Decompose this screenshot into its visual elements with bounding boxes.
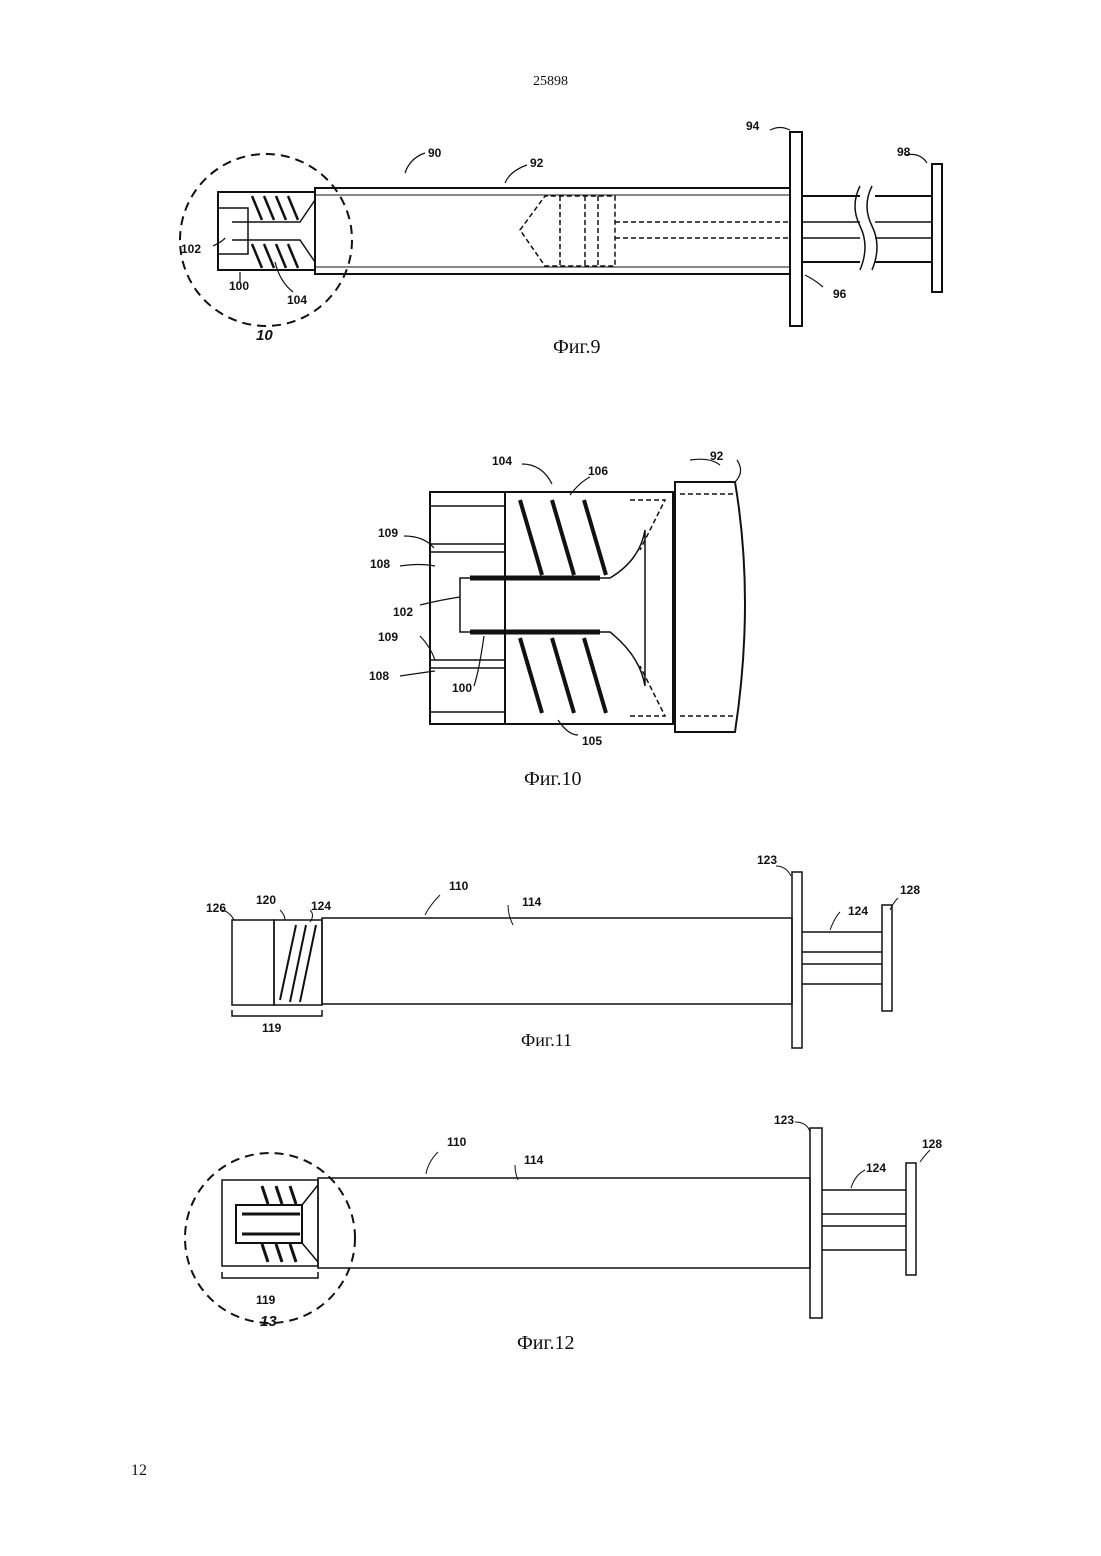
label-119: 119 bbox=[262, 1021, 282, 1035]
plunger-stopper bbox=[520, 196, 615, 266]
thumb-press-128 bbox=[906, 1163, 916, 1275]
plunger-rod-124 bbox=[802, 932, 882, 984]
label-106: 106 bbox=[588, 464, 608, 478]
label-124-plunger: 124 bbox=[848, 904, 868, 918]
figure-10-caption: Фиг.10 bbox=[524, 768, 581, 791]
label-104: 104 bbox=[287, 293, 307, 307]
label-110: 110 bbox=[449, 879, 469, 893]
figure-12-labels: 110 114 123 124 128 119 13 bbox=[256, 1113, 942, 1330]
label-90: 90 bbox=[428, 146, 442, 160]
barrel-114 bbox=[318, 1178, 810, 1268]
label-128: 128 bbox=[900, 883, 920, 897]
figure-9-drawing: 90 92 94 96 98 102 100 104 10 bbox=[0, 110, 1101, 350]
label-100: 100 bbox=[452, 681, 472, 695]
finger-flange-123 bbox=[792, 872, 802, 1048]
label-126: 126 bbox=[206, 901, 226, 915]
figure-11-caption: Фиг.11 bbox=[521, 1030, 572, 1051]
tip-cap-126 bbox=[232, 920, 274, 1005]
thumb-press-98 bbox=[932, 164, 942, 292]
figure-12-drawing: 110 114 123 124 128 119 13 bbox=[0, 1120, 1101, 1340]
figure-11-drawing: 126 120 124 110 114 123 124 128 119 bbox=[0, 850, 1101, 1050]
figure-10-drawing: 104 106 92 109 108 102 109 108 100 105 bbox=[0, 450, 1101, 750]
figure-9-caption: Фиг.9 bbox=[553, 336, 600, 359]
label-92: 92 bbox=[530, 156, 544, 170]
label-119: 119 bbox=[256, 1293, 276, 1307]
figure-10-labels: 104 106 92 109 108 102 109 108 100 105 bbox=[369, 449, 724, 748]
plunger-rod-124 bbox=[822, 1190, 906, 1250]
label-104: 104 bbox=[492, 454, 512, 468]
label-114: 114 bbox=[522, 895, 542, 909]
label-10: 10 bbox=[256, 327, 273, 344]
label-98: 98 bbox=[897, 145, 911, 159]
label-109-top: 109 bbox=[378, 526, 398, 540]
label-105: 105 bbox=[582, 734, 602, 748]
label-108-bottom: 108 bbox=[369, 669, 389, 683]
barrel-114 bbox=[322, 918, 792, 1004]
nozzle-102 bbox=[460, 530, 645, 686]
page-number-bottom: 12 bbox=[131, 1462, 147, 1480]
label-96: 96 bbox=[833, 287, 847, 301]
label-114: 114 bbox=[524, 1153, 544, 1167]
figure-12-caption: Фиг.12 bbox=[517, 1332, 574, 1355]
label-102: 102 bbox=[181, 242, 201, 256]
label-110: 110 bbox=[447, 1135, 467, 1149]
page-number-top: 25898 bbox=[0, 74, 1101, 90]
barrel-92 bbox=[315, 188, 790, 274]
barrel-92 bbox=[675, 482, 745, 732]
label-94: 94 bbox=[746, 119, 760, 133]
label-92: 92 bbox=[710, 449, 724, 463]
label-109-bottom: 109 bbox=[378, 630, 398, 644]
label-102: 102 bbox=[393, 605, 413, 619]
label-13: 13 bbox=[260, 1313, 277, 1330]
label-123: 123 bbox=[757, 853, 777, 867]
thumb-press-128 bbox=[882, 905, 892, 1011]
label-123: 123 bbox=[774, 1113, 794, 1127]
label-128: 128 bbox=[922, 1137, 942, 1151]
finger-flange-123 bbox=[810, 1128, 822, 1318]
label-120: 120 bbox=[256, 893, 276, 907]
figure-11-labels: 126 120 124 110 114 123 124 128 119 bbox=[206, 853, 920, 1035]
label-124: 124 bbox=[866, 1161, 886, 1175]
finger-flange-94 bbox=[790, 132, 802, 326]
label-124-collar: 124 bbox=[311, 899, 331, 913]
label-108-top: 108 bbox=[370, 557, 390, 571]
label-100: 100 bbox=[229, 279, 249, 293]
